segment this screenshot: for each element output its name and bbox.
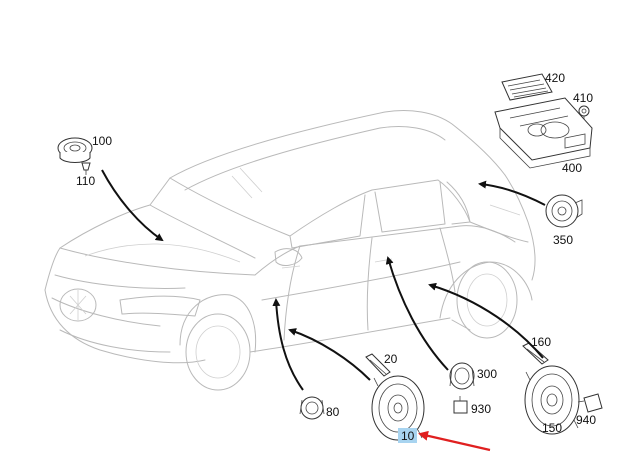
callout-940[interactable]: 940	[576, 413, 596, 427]
part-410-screw[interactable]	[578, 105, 590, 124]
callout-150[interactable]: 150	[542, 421, 562, 435]
part-20-bolt[interactable]	[365, 353, 391, 377]
callout-110[interactable]: 110	[76, 174, 95, 188]
part-400-amplifier[interactable]	[494, 97, 593, 169]
callout-10[interactable]: 10	[401, 429, 415, 443]
callout-160[interactable]: 160	[531, 335, 551, 349]
part-100-tweeter[interactable]	[57, 137, 93, 163]
part-80-speaker[interactable]	[299, 396, 325, 420]
part-350-speaker[interactable]	[545, 194, 583, 228]
part-940-connector[interactable]	[577, 393, 603, 413]
callout-400[interactable]: 400	[562, 161, 582, 175]
red-pointer-arrow	[418, 430, 491, 452]
callout-100[interactable]: 100	[92, 134, 112, 148]
callout-20[interactable]: 20	[384, 352, 398, 366]
leader-arrows	[101, 169, 546, 391]
callout-350[interactable]: 350	[553, 233, 573, 247]
car-illustration	[44, 110, 536, 391]
callout-300[interactable]: 300	[477, 367, 497, 381]
part-420-cover[interactable]	[501, 73, 553, 101]
callout-410[interactable]: 410	[573, 91, 593, 105]
part-150-speaker[interactable]	[524, 365, 580, 435]
part-930-connector[interactable]	[453, 396, 468, 414]
callout-930[interactable]: 930	[471, 402, 491, 416]
part-160-bolt[interactable]	[522, 342, 549, 365]
part-300-speaker[interactable]	[449, 362, 475, 390]
callout-420[interactable]: 420	[545, 71, 565, 85]
callout-80[interactable]: 80	[326, 405, 340, 419]
part-110-clip[interactable]	[81, 162, 91, 175]
callout-10-highlight	[398, 428, 417, 443]
